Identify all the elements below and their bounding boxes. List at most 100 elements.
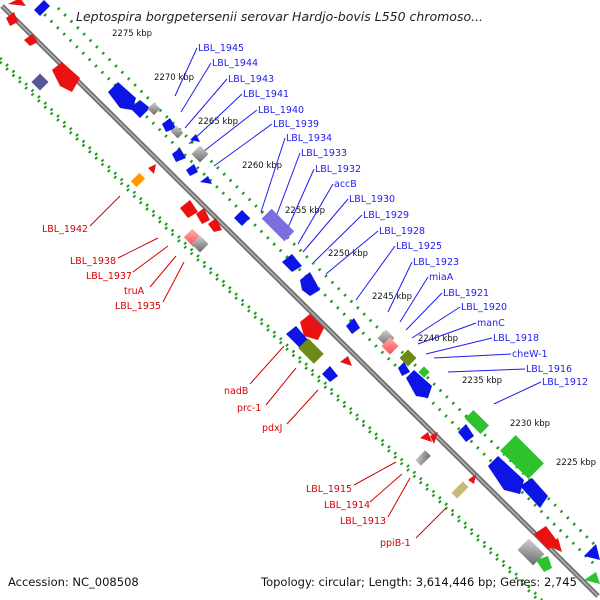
- backbone: [0, 4, 600, 598]
- gene-arrow: [8, 0, 26, 6]
- gene-label[interactable]: LBL_1930: [349, 194, 395, 205]
- gene-arrow: [282, 254, 302, 272]
- gene-arrow: [162, 118, 176, 132]
- gene-block: [464, 409, 490, 435]
- gene-arrow: [584, 572, 600, 584]
- forward-strand-labels: LBL_1945 LBL_1944 LBL_1943 LBL_1941 LBL_…: [174, 43, 588, 405]
- gene-arrow: [6, 12, 18, 26]
- gene-arrow: [190, 134, 200, 142]
- gene-block: [415, 450, 431, 466]
- gene-label[interactable]: nadB: [224, 386, 248, 397]
- gene-label[interactable]: LBL_1914: [324, 500, 370, 511]
- gene-label[interactable]: LBL_1923: [413, 257, 459, 268]
- kbp-label: 2240 kbp: [418, 334, 458, 344]
- gene-block: [147, 102, 161, 116]
- kbp-label: 2235 kbp: [462, 376, 502, 386]
- gene-block: [261, 208, 295, 242]
- gene-block: [517, 538, 545, 566]
- gene-arrow: [186, 164, 198, 176]
- gene-block: [31, 73, 49, 91]
- gene-arrow: [520, 478, 548, 508]
- gene-arrow: [468, 474, 476, 484]
- gene-label[interactable]: LBL_1943: [228, 74, 274, 85]
- gene-label[interactable]: prc-1: [237, 403, 261, 414]
- gene-block: [418, 366, 430, 378]
- forward-leader-lines: [174, 47, 542, 405]
- gene-features: [6, 0, 600, 584]
- gene-label[interactable]: LBL_1941: [243, 89, 289, 100]
- reverse-leader-lines: [89, 195, 447, 539]
- kbp-label: 2275 kbp: [112, 29, 152, 39]
- gene-label[interactable]: LBL_1938: [70, 256, 116, 267]
- gene-arrow: [488, 456, 524, 494]
- gene-arrow: [340, 356, 352, 366]
- gene-arrow: [52, 62, 80, 92]
- gene-arrow: [548, 538, 562, 552]
- gene-block: [381, 337, 399, 355]
- gene-label[interactable]: LBL_1934: [286, 133, 332, 144]
- gene-label[interactable]: miaA: [429, 272, 454, 283]
- gene-arrow: [398, 362, 410, 376]
- gene-label[interactable]: LBL_1944: [212, 58, 258, 69]
- kbp-ticks: 2275 kbp 2270 kbp 2265 kbp 2260 kbp 2255…: [112, 29, 596, 468]
- gene-block: [191, 235, 209, 253]
- gene-block: [451, 481, 469, 499]
- gene-label[interactable]: LBL_1937: [86, 271, 132, 282]
- kbp-label: 2225 kbp: [556, 458, 596, 468]
- gene-block: [298, 338, 324, 364]
- topology-text: Topology: circular; Length: 3,614,446 bp…: [260, 575, 577, 589]
- gene-arrow: [430, 432, 438, 444]
- gene-arrow: [300, 314, 324, 340]
- gene-block: [170, 125, 184, 139]
- gene-label[interactable]: LBL_1940: [258, 105, 304, 116]
- gene-label[interactable]: accB: [334, 179, 357, 190]
- gene-arrow: [300, 272, 320, 296]
- gene-label[interactable]: pdxJ: [262, 423, 282, 434]
- gene-label[interactable]: ppiB-1: [380, 538, 411, 549]
- gene-label[interactable]: LBL_1935: [115, 301, 161, 312]
- dotted-guide-lines: [0, 6, 600, 600]
- gene-label[interactable]: LBL_1921: [443, 288, 489, 299]
- gene-label[interactable]: LBL_1932: [315, 164, 361, 175]
- gene-label[interactable]: LBL_1916: [526, 364, 572, 375]
- gene-arrow: [108, 82, 136, 110]
- gene-label[interactable]: LBL_1918: [493, 333, 539, 344]
- gene-label[interactable]: manC: [477, 318, 505, 329]
- gene-label[interactable]: cheW-1: [512, 349, 548, 360]
- gene-label[interactable]: LBL_1929: [363, 210, 409, 221]
- kbp-label: 2270 kbp: [154, 73, 194, 83]
- gene-label[interactable]: LBL_1939: [273, 119, 319, 130]
- kbp-label: 2255 kbp: [285, 206, 325, 216]
- gene-label[interactable]: LBL_1920: [461, 302, 507, 313]
- kbp-label: 2250 kbp: [328, 249, 368, 259]
- gene-arrow: [346, 318, 360, 334]
- gene-block: [500, 435, 544, 479]
- gene-arrow: [234, 210, 250, 226]
- gene-arrow: [196, 208, 210, 224]
- map-title: Leptospira borgpetersenii serovar Hardjo…: [76, 9, 483, 24]
- gene-label[interactable]: LBL_1928: [379, 226, 425, 237]
- gene-label[interactable]: truA: [124, 286, 145, 297]
- kbp-label: 2265 kbp: [198, 117, 238, 127]
- gene-label[interactable]: LBL_1912: [542, 377, 588, 388]
- gene-arrow: [584, 544, 600, 560]
- gene-label[interactable]: LBL_1942: [42, 224, 88, 235]
- gene-label[interactable]: LBL_1925: [396, 241, 442, 252]
- gene-arrow: [200, 176, 212, 184]
- gene-arrow: [24, 34, 38, 46]
- gene-arrow: [180, 200, 198, 218]
- reverse-strand-labels: LBL_1942 LBL_1938 LBL_1937 truA LBL_1935…: [42, 195, 447, 549]
- gene-block: [191, 145, 209, 163]
- gene-label[interactable]: LBL_1945: [198, 43, 244, 54]
- gene-arrow: [148, 164, 156, 174]
- gene-arrow: [34, 0, 50, 16]
- accession-text: Accession: NC_008508: [8, 575, 139, 589]
- kbp-label: 2245 kbp: [372, 292, 412, 302]
- gene-label[interactable]: LBL_1933: [301, 148, 347, 159]
- gene-label[interactable]: LBL_1915: [306, 484, 352, 495]
- gene-label[interactable]: LBL_1913: [340, 516, 386, 527]
- kbp-label: 2230 kbp: [510, 419, 550, 429]
- gene-arrow: [172, 148, 186, 162]
- gene-arrow: [130, 100, 150, 118]
